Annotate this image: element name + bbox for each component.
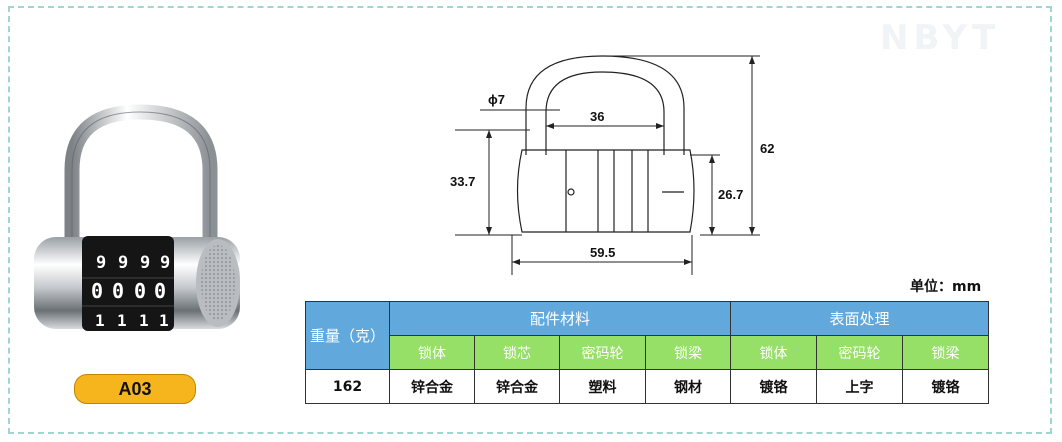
dial-wheels bbox=[82, 236, 174, 331]
dim-shackle-diameter: ϕ7 bbox=[488, 92, 505, 107]
dial-bot-1: 1 bbox=[95, 311, 105, 330]
dial-bot-3: 1 bbox=[139, 311, 149, 330]
dial-top-3: 9 bbox=[140, 253, 150, 273]
dial-top-1: 9 bbox=[96, 253, 106, 273]
padlock-photo: 9 9 9 9 0 0 0 0 1 1 1 1 bbox=[34, 104, 240, 331]
dim-total-height: 62 bbox=[760, 141, 774, 156]
surface-col-shackle: 锁梁 bbox=[902, 335, 990, 370]
dim-body-width: 59.5 bbox=[590, 245, 615, 260]
dial-top-2: 9 bbox=[118, 253, 128, 273]
material-col-lock-core: 锁芯 bbox=[474, 335, 560, 370]
weight-header: 重量（克） bbox=[305, 301, 390, 370]
material-col-shackle: 锁梁 bbox=[644, 335, 732, 370]
material-value-lock-body: 锌合金 bbox=[389, 369, 475, 404]
surface-group-header: 表面处理 bbox=[730, 301, 990, 336]
body-outline bbox=[516, 149, 695, 233]
material-col-lock-body: 锁体 bbox=[389, 335, 475, 370]
surface-value-code-wheel: 上字 bbox=[816, 369, 904, 404]
materials-group-header: 配件材料 bbox=[388, 301, 732, 336]
material-value-lock-core: 锌合金 bbox=[474, 369, 560, 404]
model-badge: A03 bbox=[74, 374, 196, 404]
shackle-outline bbox=[525, 55, 685, 155]
dimension-drawing: ϕ7 36 62 33.7 26.7 59.5 bbox=[450, 55, 774, 275]
surface-value-lock-body: 镀铬 bbox=[730, 369, 818, 404]
material-value-code-wheel: 塑料 bbox=[559, 369, 646, 404]
dial-bot-2: 1 bbox=[117, 311, 127, 330]
material-value-shackle: 钢材 bbox=[644, 369, 732, 404]
weight-value: 162 bbox=[305, 369, 390, 404]
dial-mid-4: 0 bbox=[154, 279, 166, 303]
page-frame bbox=[8, 6, 1052, 434]
surface-col-code-wheel: 密码轮 bbox=[816, 335, 904, 370]
surface-col-lock-body: 锁体 bbox=[730, 335, 818, 370]
dial-mid-3: 0 bbox=[134, 279, 146, 303]
material-col-code-wheel: 密码轮 bbox=[559, 335, 646, 370]
dim-body-height-left: 33.7 bbox=[450, 174, 475, 189]
brand-watermark: NBYT bbox=[880, 18, 1001, 58]
dial-mid-1: 0 bbox=[91, 279, 103, 303]
dial-mid-2: 0 bbox=[112, 279, 124, 303]
unit-note: 单位：mm bbox=[910, 279, 982, 295]
dial-top-4: 9 bbox=[160, 253, 170, 273]
dial-bot-4: 1 bbox=[159, 311, 169, 330]
dial-digits: 9 9 9 9 0 0 0 0 1 1 1 1 bbox=[91, 253, 170, 330]
dim-body-height-right: 26.7 bbox=[718, 187, 743, 202]
spec-table: 重量（克） 配件材料 表面处理 锁体 锁芯 密码轮 锁梁 锁体 密码轮 锁梁 1… bbox=[305, 301, 990, 404]
surface-value-shackle: 镀铬 bbox=[902, 369, 990, 404]
dim-shackle-width: 36 bbox=[590, 109, 604, 124]
